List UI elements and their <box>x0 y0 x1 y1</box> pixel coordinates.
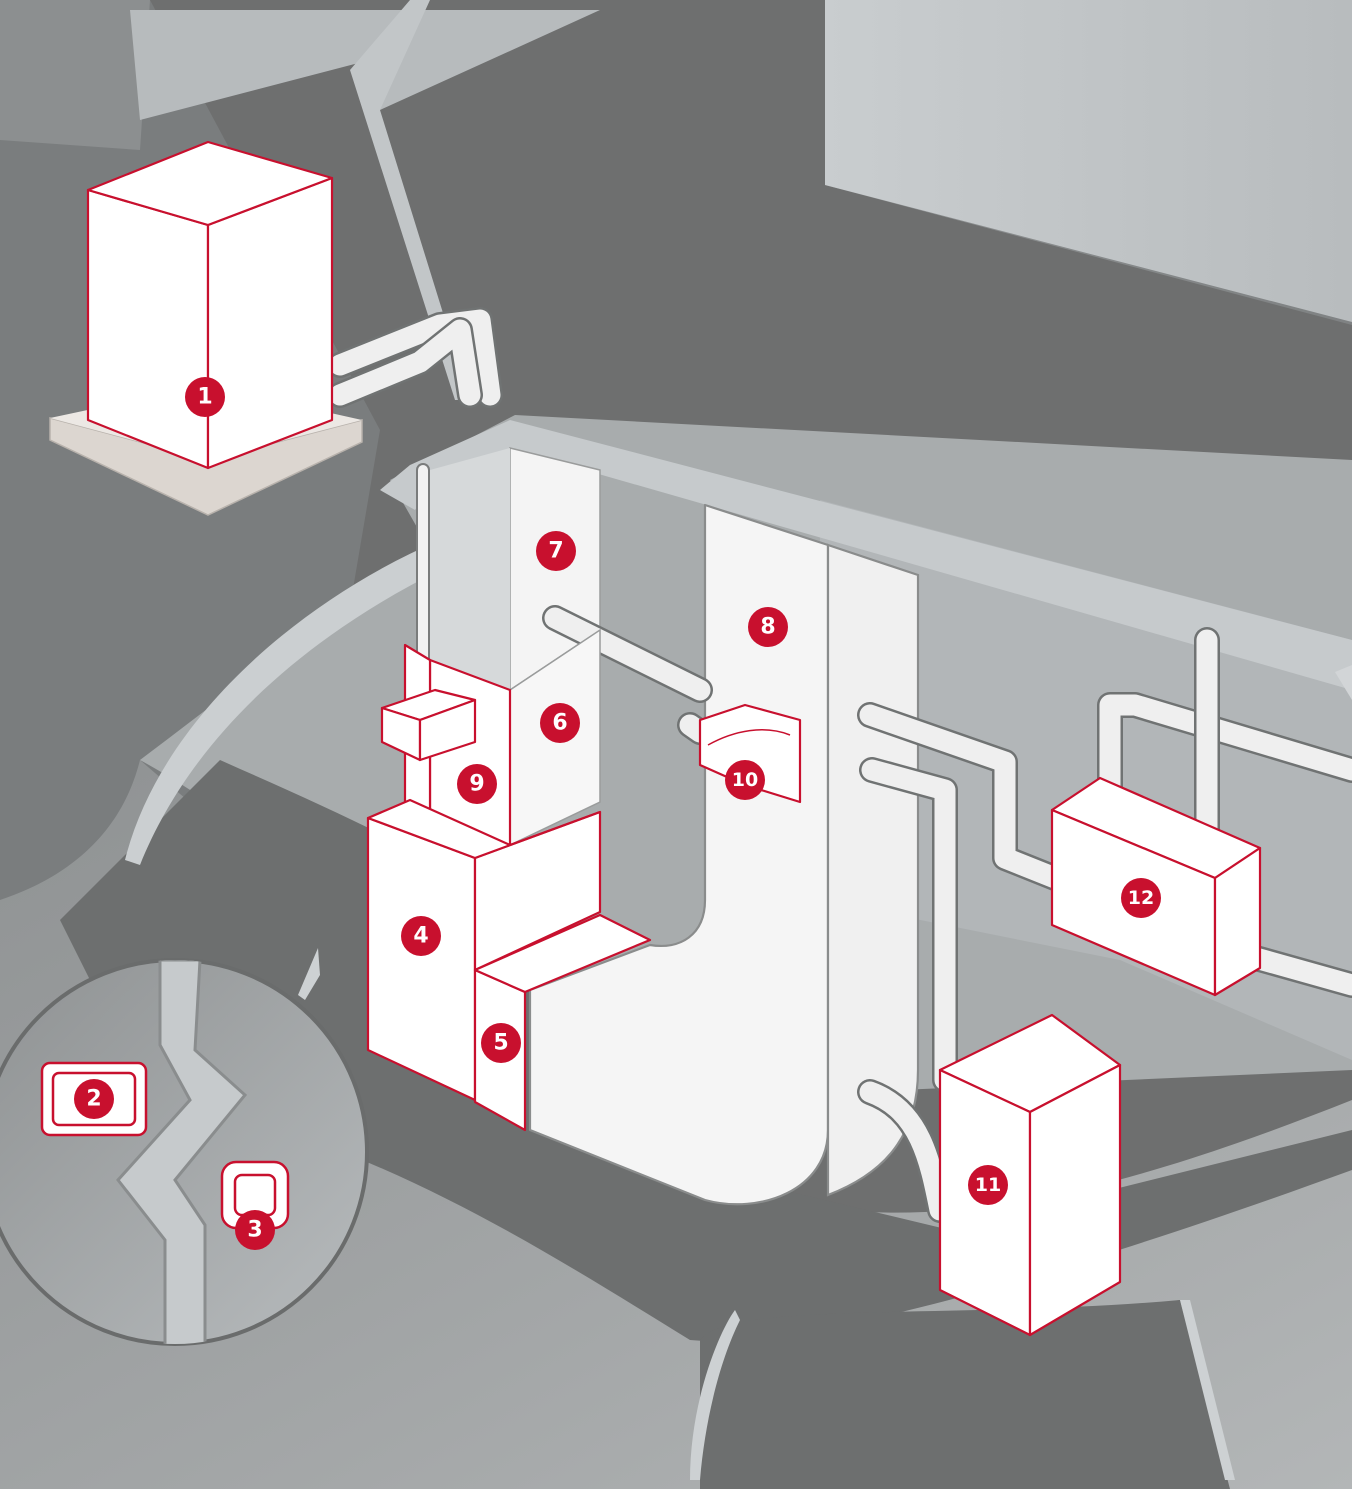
badge-3-label: 3 <box>247 1218 262 1243</box>
badge-8-label: 8 <box>760 615 775 640</box>
wall-cut-edge <box>350 0 470 400</box>
badge-4: 4 <box>401 916 441 956</box>
badge-2: 2 <box>74 1079 114 1119</box>
house-wall <box>825 0 1352 322</box>
badge-6: 6 <box>540 703 580 743</box>
badge-3: 3 <box>235 1210 275 1250</box>
return-duct-8 <box>528 503 830 1206</box>
badge-8: 8 <box>748 607 788 647</box>
badge-5: 5 <box>481 1023 521 1063</box>
outdoor-unit <box>49 140 363 516</box>
badge-12: 12 <box>1121 878 1161 918</box>
badge-11: 11 <box>968 1165 1008 1205</box>
badge-4-label: 4 <box>413 924 428 949</box>
furnace <box>366 798 602 1102</box>
slab-corner <box>1335 665 1352 700</box>
badge-9-label: 9 <box>469 772 484 797</box>
badge-10: 10 <box>725 760 765 800</box>
badge-1: 1 <box>185 377 225 417</box>
badge-7: 7 <box>536 531 576 571</box>
opening-edge-left <box>690 1310 740 1480</box>
badge-9: 9 <box>457 764 497 804</box>
damper <box>698 703 802 804</box>
badge-7-label: 7 <box>548 539 563 564</box>
badge-12-label: 12 <box>1128 887 1154 909</box>
thermostat-inset <box>0 958 369 1346</box>
roof-edge <box>130 10 600 120</box>
badge-5-label: 5 <box>493 1031 508 1056</box>
badge-10-label: 10 <box>732 769 758 791</box>
unit-11-box <box>938 1013 1122 1337</box>
piping-11 <box>857 757 958 1223</box>
badge-6-label: 6 <box>552 711 567 736</box>
left-ground-upper <box>0 0 150 150</box>
humidifier <box>380 688 477 762</box>
slab-notch <box>298 948 320 1000</box>
floor-slab-edge <box>380 420 1352 690</box>
return-duct-side <box>826 543 920 1197</box>
badge-2-label: 2 <box>86 1087 101 1112</box>
badge-11-label: 11 <box>975 1174 1001 1196</box>
slab-curve-edge <box>125 540 440 865</box>
floor-opening <box>700 1300 1230 1489</box>
opening-edge-right <box>1180 1300 1235 1480</box>
piping-12 <box>857 627 1352 998</box>
badge-1-label: 1 <box>197 385 212 410</box>
